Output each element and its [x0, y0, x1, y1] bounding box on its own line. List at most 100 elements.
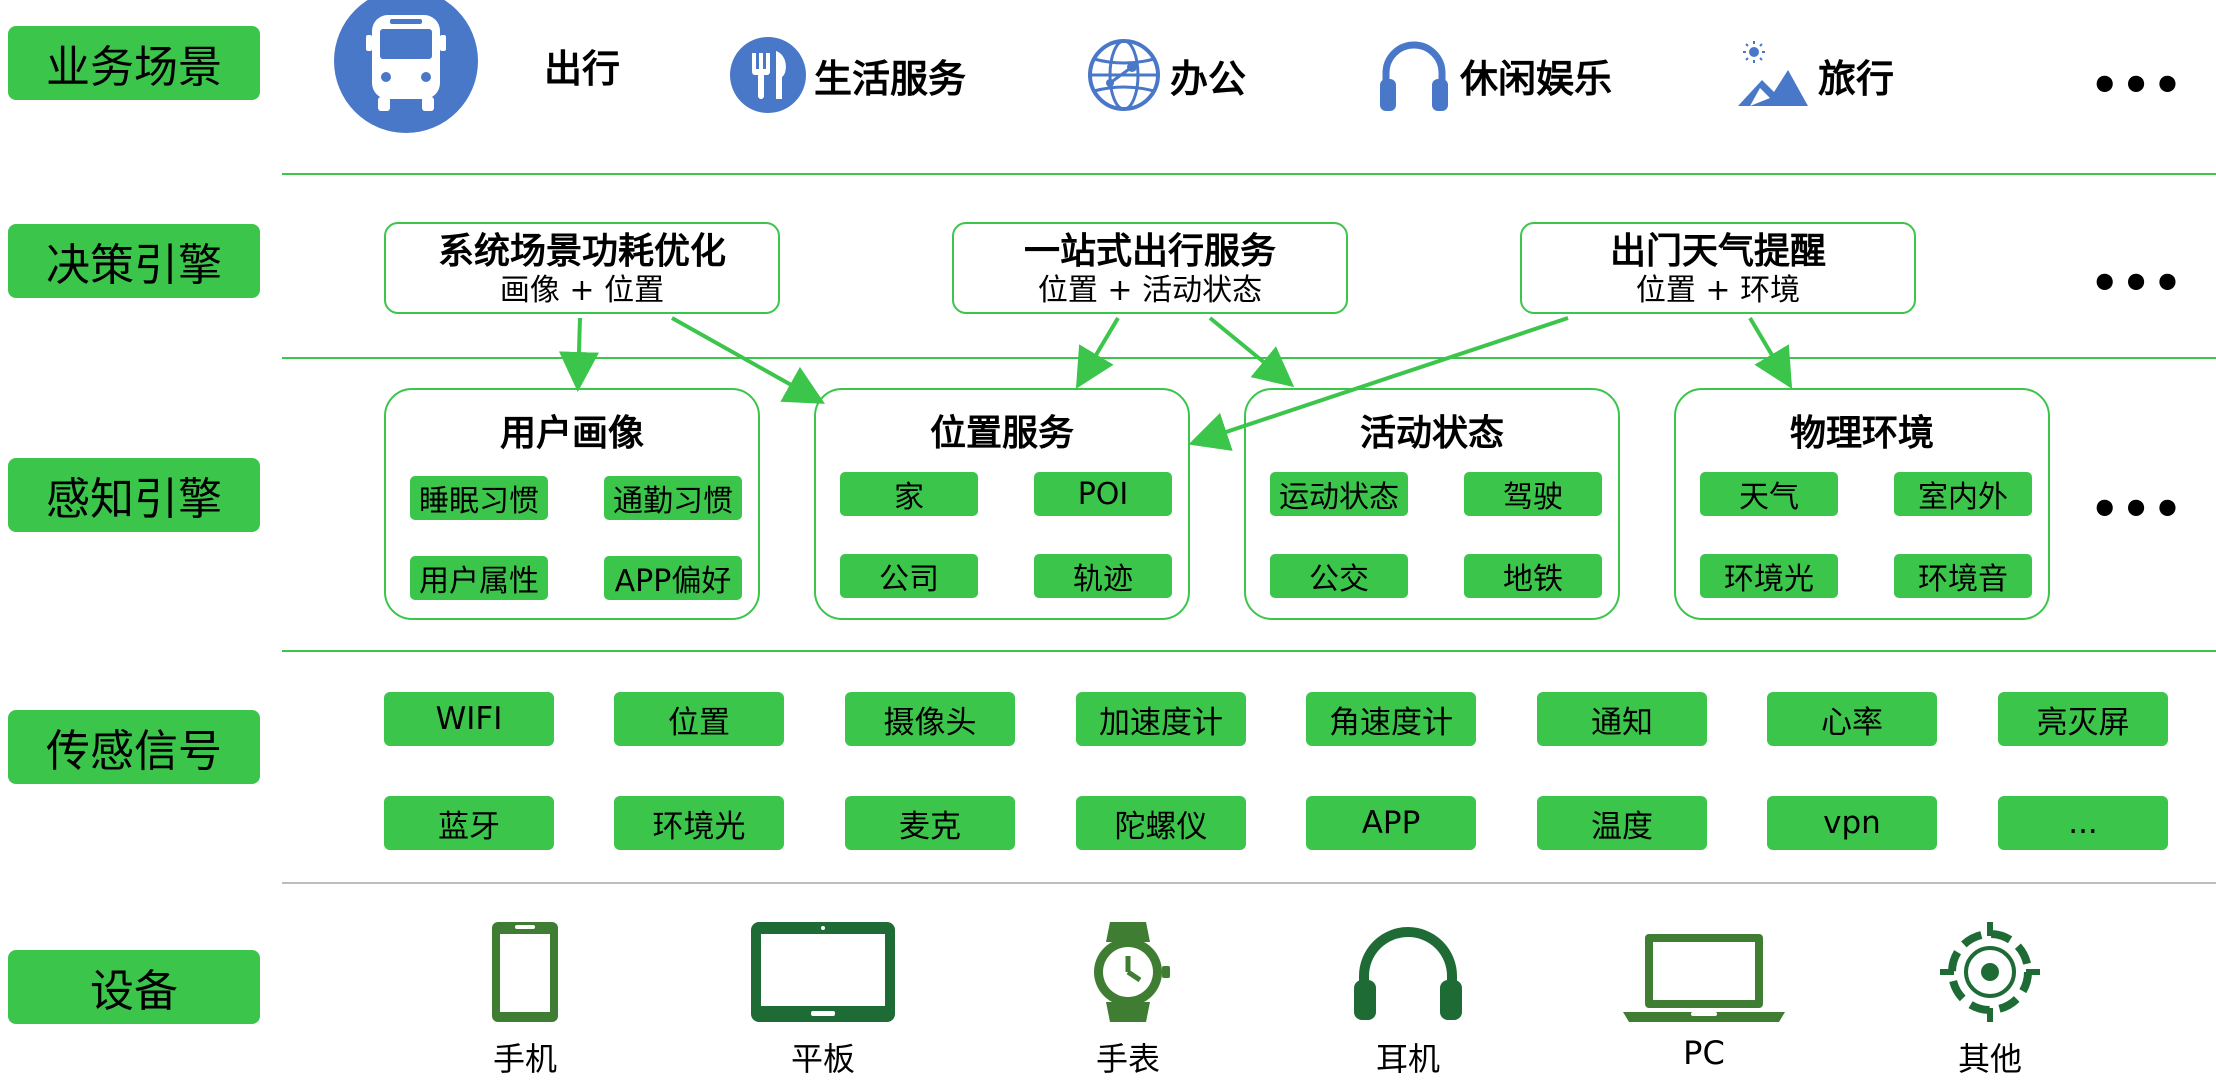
bus-icon: [334, 0, 478, 133]
perception-location: 位置服务 家 POI 公司 轨迹: [814, 388, 1190, 620]
signal-chip: 温度: [1537, 796, 1707, 850]
device-label: 手表: [1095, 1040, 1160, 1078]
perception-chip: 天气: [1700, 472, 1838, 516]
decision-subtitle: 画像 + 位置: [499, 273, 665, 308]
perception-user-profile: 用户画像 睡眠习惯 通勤习惯 用户属性 APP偏好: [384, 388, 760, 620]
signal-chip: WIFI: [384, 692, 554, 746]
perception-chip: 环境光: [1700, 554, 1838, 598]
scene-label-life-service: 生活服务: [814, 56, 967, 101]
perception-chip: 家: [840, 472, 978, 516]
divider-business: [282, 173, 2216, 175]
decision-subtitle: 位置 + 活动状态: [1037, 273, 1263, 308]
arrow-weather-to-location: [1188, 316, 1569, 451]
signal-chip: 亮灭屏: [1998, 692, 2168, 746]
mountain-sun-icon: [1738, 41, 1808, 106]
perception-chip: 公交: [1270, 554, 1408, 598]
perception-title: 活动状态: [1359, 413, 1504, 454]
layer-label-devices: 设备: [8, 950, 260, 1024]
arrow-travel-to-activity: [1208, 316, 1295, 388]
device-tablet: 平板: [748, 920, 898, 1080]
perception-chip: 通勤习惯: [604, 476, 742, 520]
perception-chip: APP偏好: [604, 556, 742, 600]
perception-title: 位置服务: [929, 413, 1074, 454]
scene-life-service: 生活服务: [730, 20, 966, 130]
tablet-icon: [751, 922, 895, 1022]
device-label: 其他: [1957, 1040, 2022, 1078]
divider-perception: [282, 650, 2216, 652]
layer-label-business: 业务场景: [8, 26, 260, 100]
layer-label-decision: 决策引擎: [8, 224, 260, 298]
arrow-power-to-location: [671, 316, 825, 404]
perception-chip: 环境音: [1894, 554, 2032, 598]
perception-chip: 公司: [840, 554, 978, 598]
scene-label-travel: 出行: [544, 46, 621, 91]
signal-chip: 陀螺仪: [1076, 796, 1246, 850]
device-earphones: 耳机: [1348, 920, 1468, 1080]
signal-chip: 麦克: [845, 796, 1015, 850]
fork-knife-icon: [730, 37, 806, 113]
device-other: 其他: [1930, 920, 2050, 1080]
perception-title: 物理环境: [1789, 413, 1934, 454]
decision-title: 系统场景功耗优化: [437, 231, 726, 272]
scene-label-office: 办公: [1170, 56, 1247, 101]
scene-label-trip: 旅行: [1818, 56, 1895, 101]
decision-weather-reminder: 出门天气提醒 位置 + 环境: [1520, 222, 1916, 314]
arrow-power-to-profile: [558, 317, 599, 392]
device-watch: 手表: [1068, 920, 1188, 1080]
signal-chip: 摄像头: [845, 692, 1015, 746]
scene-label-leisure: 休闲娱乐: [1460, 56, 1613, 101]
layer-label-signals: 传感信号: [8, 710, 260, 784]
ellipsis-perception: •••: [2090, 482, 2185, 536]
perception-environment: 物理环境 天气 室内外 环境光 环境音: [1674, 388, 2050, 620]
laptop-icon: [1623, 934, 1785, 1022]
divider-signals: [282, 882, 2216, 884]
device-label: 耳机: [1375, 1040, 1440, 1078]
scene-trip: 旅行: [1736, 20, 1894, 130]
signal-chip: 角速度计: [1306, 692, 1476, 746]
decision-subtitle: 位置 + 环境: [1635, 273, 1801, 308]
divider-decision: [282, 357, 2216, 359]
decision-power-optimization: 系统场景功耗优化 画像 + 位置: [384, 222, 780, 314]
signal-chip: 环境光: [614, 796, 784, 850]
ellipsis-business: •••: [2090, 58, 2185, 112]
signal-chip: 通知: [1537, 692, 1707, 746]
signal-chip: ...: [1998, 796, 2168, 850]
perception-chip: 睡眠习惯: [410, 476, 548, 520]
device-label: PC: [1683, 1034, 1725, 1072]
globe-network-icon: [1088, 39, 1160, 111]
signal-chip: 蓝牙: [384, 796, 554, 850]
watch-icon: [1094, 922, 1170, 1022]
signal-chip: vpn: [1767, 796, 1937, 850]
phone-icon: [492, 922, 558, 1022]
perception-chip: 用户属性: [410, 556, 548, 600]
signal-chip: 心率: [1767, 692, 1937, 746]
ellipsis-decision: •••: [2090, 256, 2185, 310]
signal-chip: APP: [1306, 796, 1476, 850]
decision-title: 出门天气提醒: [1609, 231, 1826, 272]
device-label: 手机: [492, 1040, 557, 1078]
scene-office: 办公: [1086, 20, 1246, 130]
headphones-icon: [1354, 927, 1462, 1020]
decision-title: 一站式出行服务: [1023, 231, 1276, 272]
perception-activity: 活动状态 运动状态 驾驶 公交 地铁: [1244, 388, 1620, 620]
arrow-weather-to-environment: [1748, 316, 1793, 389]
device-label: 平板: [790, 1040, 855, 1078]
perception-chip: POI: [1034, 472, 1172, 516]
headphones-icon: [1380, 41, 1448, 111]
signal-chip: 加速度计: [1076, 692, 1246, 746]
scene-leisure: 休闲娱乐: [1376, 20, 1612, 130]
perception-title: 用户画像: [499, 413, 644, 454]
scene-travel: 出行: [334, 0, 621, 133]
perception-chip: 地铁: [1464, 554, 1602, 598]
perception-chip: 运动状态: [1270, 472, 1408, 516]
perception-chip: 驾驶: [1464, 472, 1602, 516]
layer-label-perception: 感知引擎: [8, 458, 260, 532]
decision-travel-service: 一站式出行服务 位置 + 活动状态: [952, 222, 1348, 314]
device-pc: PC: [1620, 920, 1788, 1072]
perception-chip: 轨迹: [1034, 554, 1172, 598]
device-phone: 手机: [460, 920, 590, 1080]
gear-icon: [1940, 922, 2040, 1022]
signal-chip: 位置: [614, 692, 784, 746]
perception-chip: 室内外: [1894, 472, 2032, 516]
